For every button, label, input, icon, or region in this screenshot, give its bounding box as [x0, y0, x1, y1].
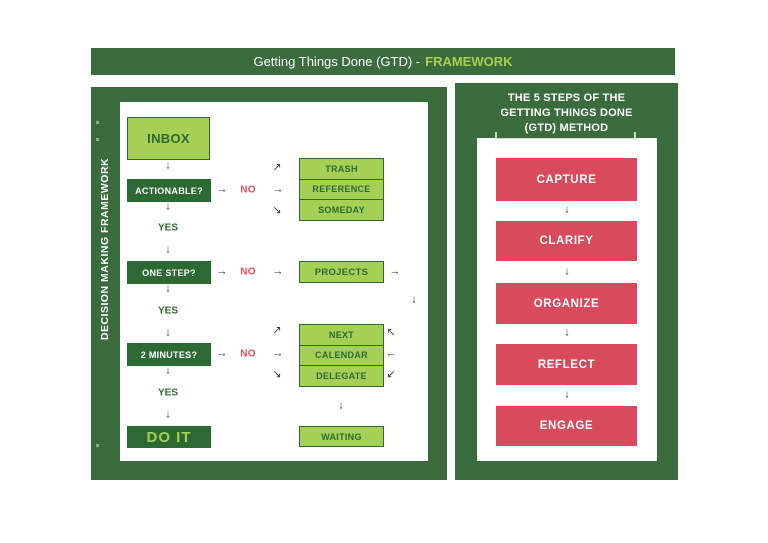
reference-label: REFERENCE: [312, 184, 371, 195]
header-bar: Getting Things Done (GTD) - FRAMEWORK: [91, 48, 675, 75]
arrow-right-icon: →: [216, 265, 228, 278]
steps-title: THE 5 STEPS OF THE GETTING THINGS DONE (…: [455, 91, 678, 136]
next-box: NEXT: [300, 325, 383, 345]
tick-artifact: [634, 132, 636, 138]
actionable-label: ACTIONABLE?: [135, 185, 203, 196]
arrow-right-icon: →: [216, 183, 228, 196]
arrow-down-icon: ↓: [165, 364, 171, 377]
arrow-down-icon: ↓: [165, 326, 171, 339]
inbox-box: INBOX: [127, 117, 210, 160]
header-title-accent: FRAMEWORK: [425, 54, 513, 69]
actionable-box: ACTIONABLE?: [127, 179, 211, 202]
next-label: NEXT: [328, 329, 355, 340]
step-engage-label: ENGAGE: [539, 420, 594, 432]
arrow-down-icon: ↓: [564, 326, 570, 339]
two-minutes-box: 2 MINUTES?: [127, 343, 211, 366]
step-clarify-box: CLARIFY: [496, 221, 637, 261]
one-step-box: ONE STEP?: [127, 261, 211, 284]
arrow-up-right-icon: ↗: [272, 324, 282, 337]
steps-title-line: (GTD) METHOD: [524, 122, 609, 134]
decision-panel-side-label: DECISION MAKING FRAMEWORK: [99, 157, 111, 341]
delegate-label: DELEGATE: [316, 370, 367, 381]
flow-canvas: INBOX ACTIONABLE? ONE STEP? 2 MINUTES? D…: [120, 102, 428, 461]
one-step-label: ONE STEP?: [142, 267, 196, 278]
step-organize-label: ORGANIZE: [533, 297, 600, 310]
reference-box: REFERENCE: [300, 178, 383, 200]
arrow-right-icon: →: [389, 265, 401, 278]
tick-artifact: [495, 132, 497, 138]
two-minutes-label: 2 MINUTES?: [140, 349, 198, 360]
projects-box: PROJECTS: [299, 261, 384, 283]
arrow-down-icon: ↓: [564, 388, 570, 401]
arrow-down-icon: ↓: [564, 203, 570, 216]
trash-label: TRASH: [325, 163, 358, 174]
step-reflect-box: REFLECT: [496, 344, 637, 385]
step-engage-box: ENGAGE: [496, 406, 637, 446]
arrow-down-icon: ↓: [564, 265, 570, 278]
no-outcomes-stack: TRASH REFERENCE SOMEDAY: [299, 158, 384, 221]
arrow-right-icon: →: [272, 183, 284, 196]
tick-artifact: [496, 138, 637, 139]
someday-label: SOMEDAY: [318, 204, 365, 215]
delegate-box: DELEGATE: [300, 365, 383, 386]
no-label: NO: [240, 348, 256, 360]
projects-label: PROJECTS: [314, 266, 369, 278]
arrow-down-icon: ↓: [338, 399, 344, 412]
do-it-label: DO IT: [146, 428, 192, 446]
arrow-right-icon: →: [216, 347, 228, 360]
arrow-down-icon: ↓: [165, 159, 171, 172]
selection-handle-artifact: [96, 138, 99, 141]
step-organize-box: ORGANIZE: [496, 283, 637, 324]
steps-title-line: THE 5 STEPS OF THE: [507, 92, 626, 104]
steps-panel: THE 5 STEPS OF THE GETTING THINGS DONE (…: [455, 83, 678, 480]
do-it-box: DO IT: [127, 426, 211, 448]
calendar-label: CALENDAR: [315, 350, 368, 361]
arrow-down-icon: ↓: [165, 200, 171, 213]
arrow-down-icon: ↓: [165, 243, 171, 256]
delegate-stack: NEXT CALENDAR DELEGATE: [299, 324, 384, 387]
arrow-down-left-icon: ↙: [386, 368, 396, 381]
no-label: NO: [240, 266, 256, 278]
step-capture-box: CAPTURE: [496, 158, 637, 201]
arrow-left-icon: ←: [385, 347, 397, 360]
step-reflect-label: REFLECT: [537, 358, 596, 371]
inbox-label: INBOX: [147, 131, 190, 146]
step-capture-label: CAPTURE: [536, 173, 597, 186]
arrow-down-right-icon: ↘: [272, 368, 282, 381]
yes-label: YES: [157, 305, 179, 317]
arrow-up-left-icon: ↖: [386, 326, 396, 339]
decision-panel: DECISION MAKING FRAMEWORK INBOX ACTIONAB…: [91, 87, 447, 480]
calendar-box: CALENDAR: [300, 344, 383, 366]
waiting-box: WAITING: [299, 426, 384, 447]
selection-handle-artifact: [96, 444, 99, 447]
waiting-label: WAITING: [321, 431, 362, 442]
no-label: NO: [240, 184, 256, 196]
arrow-right-icon: →: [272, 347, 284, 360]
arrow-down-right-icon: ↘: [272, 204, 282, 217]
arrow-down-icon: ↓: [165, 282, 171, 295]
arrow-right-icon: →: [272, 265, 284, 278]
arrow-down-icon: ↓: [411, 293, 417, 306]
steps-card: CAPTURE ↓ CLARIFY ↓ ORGANIZE ↓ REFLECT ↓…: [477, 138, 657, 461]
arrow-down-icon: ↓: [165, 408, 171, 421]
steps-title-line: GETTING THINGS DONE: [500, 107, 633, 119]
yes-label: YES: [157, 222, 179, 234]
someday-box: SOMEDAY: [300, 199, 383, 220]
selection-handle-artifact: [96, 121, 99, 124]
arrow-up-right-icon: ↗: [272, 161, 282, 174]
yes-label: YES: [157, 387, 179, 399]
step-clarify-label: CLARIFY: [539, 235, 594, 247]
trash-box: TRASH: [300, 159, 383, 179]
header-title: Getting Things Done (GTD) -: [253, 54, 421, 69]
